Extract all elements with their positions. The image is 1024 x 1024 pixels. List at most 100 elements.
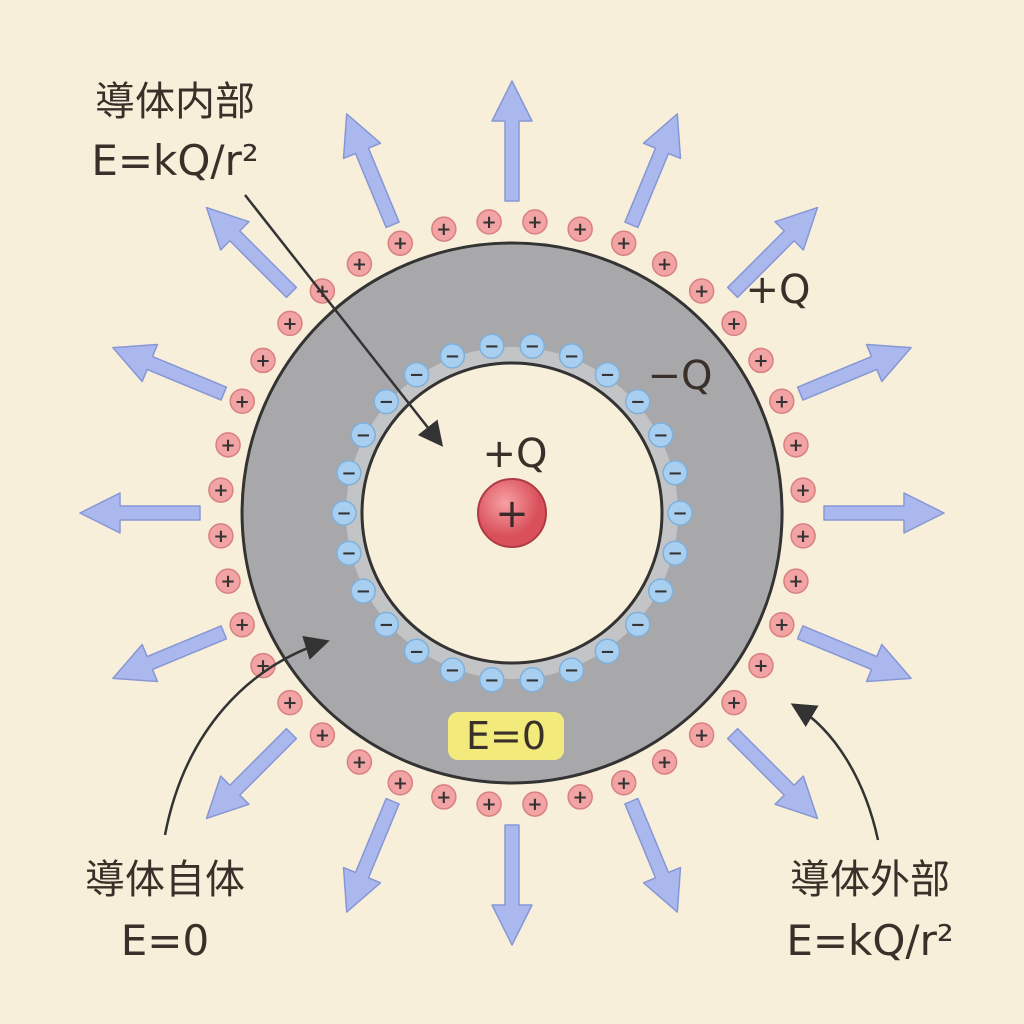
negative-charge-sign: − bbox=[564, 660, 579, 681]
outside-title: 導体外部 bbox=[790, 857, 950, 903]
positive-charge-dot bbox=[215, 568, 241, 594]
inside-title: 導体内部 bbox=[95, 79, 255, 125]
field-arrow bbox=[726, 727, 819, 820]
positive-charge-dot bbox=[783, 432, 809, 458]
positive-charge: + bbox=[250, 347, 276, 374]
negative-charge-sign: − bbox=[484, 670, 499, 691]
negative-charge-sign: − bbox=[379, 614, 394, 635]
negative-charge: − bbox=[662, 540, 688, 566]
positive-charge: + bbox=[610, 230, 637, 256]
positive-charge-sign: + bbox=[657, 254, 672, 275]
negative-charge-dot bbox=[439, 657, 466, 683]
negative-charge-sign: − bbox=[445, 660, 460, 681]
field-arrow bbox=[342, 113, 400, 229]
positive-charge-sign: + bbox=[527, 794, 542, 815]
positive-charge-dot bbox=[208, 523, 234, 549]
self-title: 導体自体 bbox=[85, 857, 245, 903]
field-arrow bbox=[79, 492, 201, 534]
positive-charge: + bbox=[387, 770, 414, 796]
positive-charge-sign: + bbox=[694, 725, 709, 746]
negative-charge: − bbox=[350, 422, 376, 448]
positive-charge-dot bbox=[688, 722, 715, 748]
positive-charge: + bbox=[769, 611, 795, 638]
positive-charge-dot bbox=[610, 230, 637, 256]
negative-charge-dot bbox=[336, 460, 362, 486]
negative-charge-sign: − bbox=[525, 336, 540, 357]
positive-charge-sign: + bbox=[774, 391, 789, 412]
negative-charge-dot bbox=[336, 540, 362, 566]
negative-charge: − bbox=[519, 333, 546, 359]
positive-charge-sign: + bbox=[221, 571, 236, 592]
positive-charge-sign: + bbox=[774, 615, 789, 636]
negative-charge: − bbox=[667, 500, 693, 526]
negative-charge: − bbox=[558, 343, 585, 369]
positive-charge-dot bbox=[748, 652, 774, 679]
positive-charge: + bbox=[721, 310, 747, 337]
positive-charge-sign: + bbox=[352, 752, 367, 773]
center-charge-label: +Q bbox=[482, 431, 548, 477]
positive-charge-dot bbox=[208, 477, 234, 503]
negative-charge-dot bbox=[648, 422, 674, 448]
negative-charge: − bbox=[519, 667, 546, 693]
positive-charge-sign: + bbox=[436, 219, 451, 240]
negative-charge-dot bbox=[594, 361, 621, 388]
negative-charge-sign: − bbox=[564, 346, 579, 367]
negative-charge-sign: − bbox=[341, 543, 356, 564]
positive-charge: + bbox=[476, 209, 502, 235]
field-arrow bbox=[726, 206, 819, 299]
negative-charge-sign: − bbox=[668, 463, 683, 484]
positive-charge-sign: + bbox=[694, 281, 709, 302]
field-arrow bbox=[342, 797, 400, 913]
positive-charge-sign: + bbox=[482, 212, 497, 233]
negative-charge-sign: − bbox=[525, 670, 540, 691]
positive-charge-sign: + bbox=[352, 254, 367, 275]
positive-charge-dot bbox=[651, 749, 678, 775]
positive-charge: + bbox=[748, 652, 774, 679]
negative-charge: − bbox=[558, 657, 585, 683]
positive-charge-sign: + bbox=[282, 313, 297, 334]
field-arrow bbox=[491, 80, 533, 202]
negative-charge: − bbox=[373, 388, 400, 415]
positive-charge-dot bbox=[522, 209, 548, 235]
self-equation: E=0 bbox=[120, 916, 210, 965]
inside-equation: E=kQ/r² bbox=[91, 136, 259, 185]
negative-charge: − bbox=[662, 460, 688, 486]
negative-charge: − bbox=[439, 343, 466, 369]
positive-charge-sign: + bbox=[726, 693, 741, 714]
positive-charge: + bbox=[215, 568, 241, 594]
negative-charge: − bbox=[439, 657, 466, 683]
positive-charge: + bbox=[309, 722, 336, 748]
positive-charge: + bbox=[431, 216, 457, 242]
negative-charge-sign: − bbox=[409, 365, 424, 386]
center-charge-sign: + bbox=[495, 491, 529, 537]
negative-charge-dot bbox=[478, 333, 505, 359]
negative-charge-sign: − bbox=[600, 365, 615, 386]
field-arrow bbox=[112, 343, 228, 401]
negative-charge: − bbox=[624, 611, 651, 638]
field-arrow bbox=[112, 625, 228, 683]
negative-charge-dot bbox=[519, 667, 546, 693]
field-arrow bbox=[491, 824, 533, 946]
outer-charge-label: +Q bbox=[745, 267, 811, 313]
positive-charge: + bbox=[688, 278, 715, 304]
negative-charge-sign: − bbox=[653, 581, 668, 602]
positive-charge-sign: + bbox=[315, 725, 330, 746]
positive-charge: + bbox=[208, 523, 234, 549]
positive-charge-dot bbox=[476, 791, 502, 817]
negative-charge-dot bbox=[662, 460, 688, 486]
negative-charge-sign: − bbox=[630, 614, 645, 635]
positive-charge-sign: + bbox=[527, 212, 542, 233]
positive-charge-dot bbox=[567, 784, 593, 810]
positive-charge: + bbox=[610, 770, 637, 796]
negative-charge-dot bbox=[558, 657, 585, 683]
positive-charge-dot bbox=[790, 523, 816, 549]
positive-charge-dot bbox=[387, 770, 414, 796]
negative-charge: − bbox=[594, 638, 621, 665]
negative-charge-sign: − bbox=[356, 425, 371, 446]
positive-charge-sign: + bbox=[726, 313, 741, 334]
positive-charge: + bbox=[522, 209, 548, 235]
negative-charge: − bbox=[478, 333, 505, 359]
negative-charge-dot bbox=[624, 611, 651, 638]
negative-charge-dot bbox=[331, 500, 357, 526]
